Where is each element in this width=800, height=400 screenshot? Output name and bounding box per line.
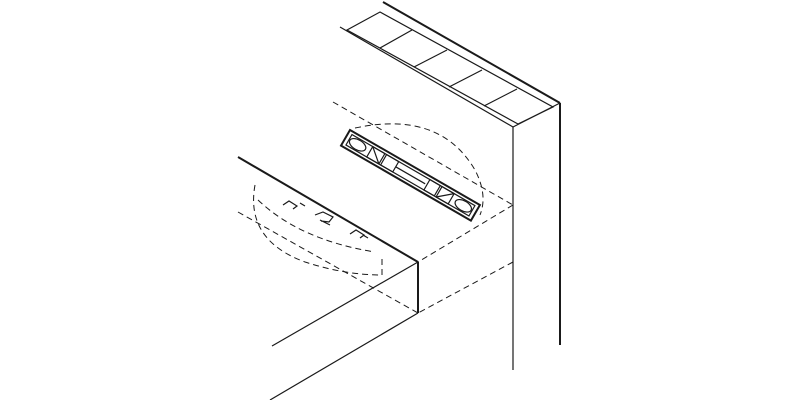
projection-lines (332, 101, 514, 314)
drawer-box (237, 156, 419, 400)
connector-plate (339, 128, 482, 222)
plate-detail-outline (354, 123, 484, 216)
cabinet-side-panel (339, 1, 561, 370)
drawer-connector-detail (253, 184, 383, 276)
